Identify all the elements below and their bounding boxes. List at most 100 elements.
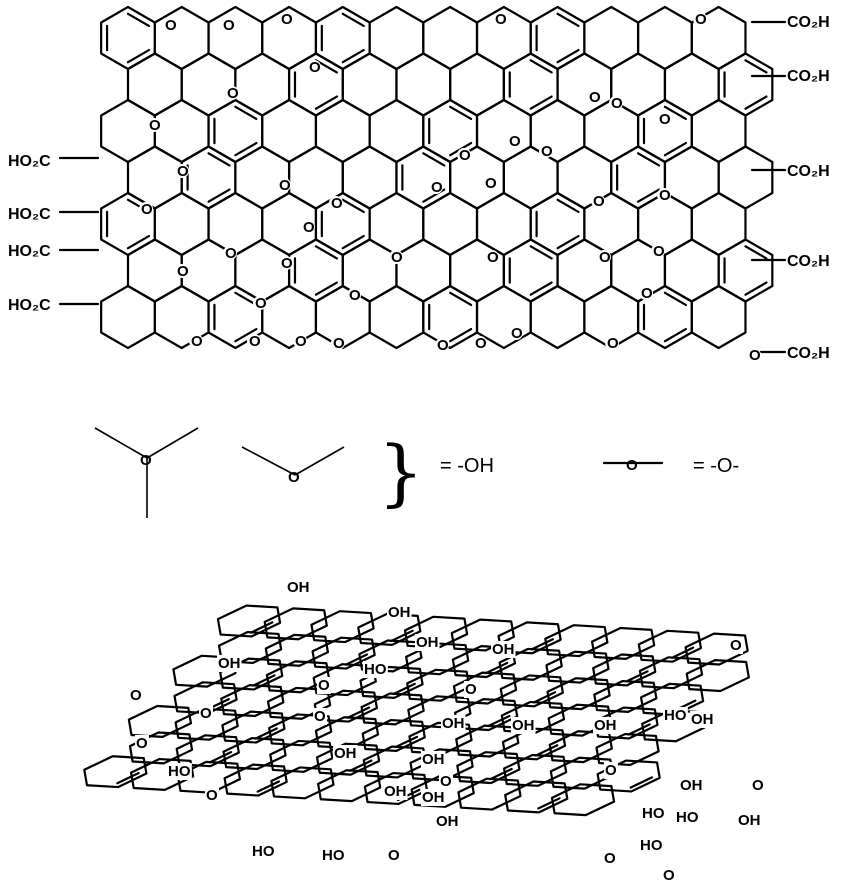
top-double-bond — [556, 234, 580, 250]
bottom-double-bond — [346, 706, 371, 719]
bottom-group-label: OH — [594, 717, 617, 734]
bottom-hex-ring — [263, 607, 328, 641]
bottom-hex-ring — [685, 659, 750, 693]
top-hex-ring — [422, 284, 479, 350]
top-double-bond — [529, 59, 553, 74]
top-hex-ring — [717, 52, 774, 117]
ring-oxygen-label: O — [475, 335, 487, 352]
ring-oxygen-label: O — [279, 177, 291, 194]
bottom-hex-ring — [359, 665, 424, 699]
ring-oxygen-label: O — [225, 245, 237, 262]
bottom-group-label: OH — [436, 813, 459, 830]
bottom-hex-ring — [590, 626, 656, 660]
bottom-group-label: OH — [422, 751, 445, 768]
oxygen-backdrop — [331, 336, 345, 350]
left-carboxyl-3: HO₂C — [8, 243, 51, 260]
top-hex-ring — [690, 191, 747, 257]
top-hex-ring — [610, 145, 667, 210]
legend-curly-brace: } — [378, 430, 424, 514]
oxygen-backdrop — [473, 336, 487, 350]
oxygen-backdrop — [277, 178, 291, 192]
bottom-hex-ring — [684, 632, 749, 666]
oxygen-backdrop — [147, 118, 161, 132]
top-double-bond — [529, 245, 553, 260]
oxygen-backdrop — [175, 264, 189, 278]
ring-oxygen-label: O — [331, 195, 343, 212]
bottom-hex-ring — [216, 604, 282, 638]
top-hex-ring — [422, 5, 479, 71]
top-double-bond — [744, 245, 768, 260]
top-hex-ring — [529, 284, 586, 350]
bottom-group-label: O — [130, 687, 142, 704]
bottom-hex-ring — [550, 783, 616, 817]
oxygen-backdrop — [347, 288, 361, 302]
oxygen-backdrop — [693, 12, 707, 26]
label-backdrop — [662, 867, 676, 880]
right-carboxyl-1: CO₂H — [787, 14, 830, 31]
oxygen-backdrop — [223, 246, 237, 260]
bottom-hex-ring — [405, 642, 470, 676]
oxygen-backdrop — [253, 296, 267, 310]
oxygen-backdrop — [225, 86, 239, 100]
oxygen-backdrop — [483, 176, 497, 190]
bottom-double-bond — [670, 646, 695, 659]
label-backdrop — [129, 687, 143, 704]
oxygen-backdrop — [587, 90, 601, 104]
bottom-group-label: OH — [442, 715, 465, 732]
top-hex-ring — [207, 98, 264, 164]
oxygen-backdrop — [597, 250, 611, 264]
oxygen-backdrop — [539, 144, 553, 158]
bottom-group-label: O — [206, 787, 218, 804]
oxygen-backdrop — [651, 244, 665, 258]
top-hex-ring — [100, 98, 156, 164]
bottom-double-bond — [489, 767, 513, 781]
ring-oxygen-label: O — [281, 255, 293, 272]
hydroxyl-legend-label: = -OH — [440, 455, 494, 477]
label-backdrop — [217, 655, 242, 672]
top-hex-ring — [717, 145, 774, 210]
bottom-double-bond — [537, 797, 561, 810]
bottom-hex-ring — [219, 657, 284, 691]
top-hex-ring — [395, 145, 452, 210]
top-double-bond — [234, 327, 258, 343]
oxygen-backdrop — [189, 334, 203, 348]
bottom-hex-ring — [410, 774, 475, 808]
top-hex-ring — [395, 52, 452, 117]
top-double-bond — [422, 152, 446, 167]
top-hex-ring — [368, 98, 425, 164]
ring-oxygen-label: O — [177, 263, 189, 280]
oxygen-backdrop — [509, 326, 523, 340]
top-hex-ring — [153, 98, 210, 164]
bottom-hex-ring — [457, 777, 522, 811]
ring-oxygen-label: O — [191, 333, 203, 350]
bottom-hex-ring — [593, 679, 658, 714]
ring-oxygen-label: O — [611, 95, 623, 112]
bottom-group-label: HO — [664, 707, 687, 724]
oxygen-backdrop — [639, 286, 653, 300]
top-hex-ring — [529, 5, 586, 71]
label-backdrop — [593, 717, 618, 734]
ring-oxygen-label: O — [607, 335, 619, 352]
oxygen-backdrop — [429, 180, 443, 194]
ring-oxygen-label: O — [223, 17, 235, 34]
bottom-group-label: OH — [512, 717, 535, 734]
bottom-hex-ring — [637, 629, 703, 663]
top-double-bond — [314, 59, 338, 74]
bottom-double-bond — [625, 670, 649, 683]
label-backdrop — [251, 843, 276, 860]
bottom-hex-ring — [363, 771, 429, 806]
top-hex-ring — [314, 5, 371, 71]
top-hex-ring — [475, 98, 532, 164]
top-double-bond — [449, 291, 473, 307]
bottom-hex-ring — [504, 780, 569, 814]
oxygen-backdrop — [279, 12, 293, 26]
ring-oxygen-label: O — [509, 133, 521, 150]
ring-oxygen-label: O — [303, 219, 315, 236]
bottom-hex-ring — [545, 650, 610, 684]
bottom-hex-ring — [222, 737, 287, 771]
bottom-double-bond — [392, 682, 416, 696]
oxygen-backdrop — [247, 334, 261, 348]
top-double-bond — [663, 105, 687, 121]
bottom-hex-ring — [315, 742, 381, 776]
ring-oxygen-label: O — [599, 249, 611, 266]
